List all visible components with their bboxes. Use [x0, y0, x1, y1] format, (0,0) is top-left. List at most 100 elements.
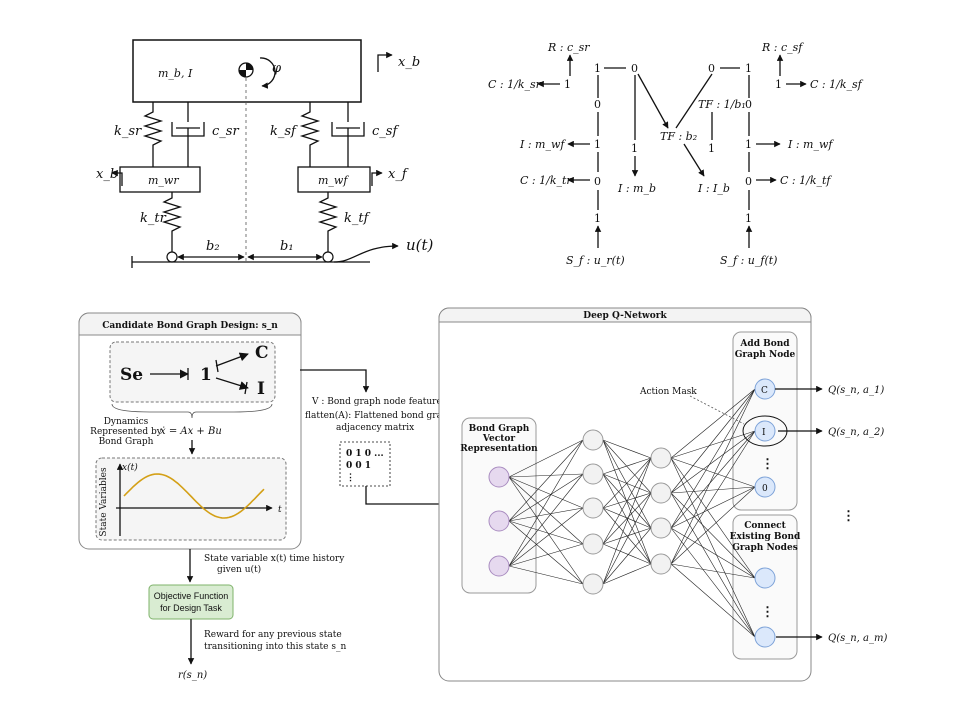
- xf-label: x_f: [388, 167, 409, 182]
- candidate-panel-title: Candidate Bond Graph Design: s_n: [102, 321, 278, 331]
- brace: [111, 403, 273, 419]
- output-node: [754, 476, 776, 498]
- dynamics-label-1: Dynamics: [104, 417, 149, 427]
- adjacency-matrix: 0 1 0 ... 0 0 1 ⋮: [339, 441, 391, 487]
- ksf-label: k_sf: [270, 124, 298, 139]
- i-mb-label: I : m_b: [617, 182, 656, 195]
- vector-representation-box: [461, 417, 537, 594]
- network-edge: [602, 473, 652, 565]
- bond-i-ib: [683, 143, 705, 177]
- bond-1-i: [215, 377, 249, 390]
- front-suspension-damper: [331, 102, 365, 167]
- junction-1-front-bottom: 1: [745, 212, 752, 225]
- bond-1-c: [215, 352, 249, 367]
- network-edge: [670, 457, 756, 488]
- network-edge: [670, 430, 756, 529]
- network-edge: [508, 439, 584, 478]
- state-history-line-1: State variable x(t) time history: [204, 553, 345, 564]
- rear-contact-point: [166, 251, 178, 263]
- ksr-label: k_sr: [114, 124, 142, 139]
- dqn-panel: Deep Q-Network Bond Graph Vector Represe…: [438, 307, 887, 682]
- network-edge: [602, 473, 652, 494]
- input-node: [488, 510, 510, 532]
- network-edge: [602, 457, 652, 509]
- xb-top-arrow: [377, 51, 393, 72]
- network-edge: [602, 527, 652, 585]
- network-edge: [602, 439, 652, 529]
- i-mwf-right-label: I : m_wf: [787, 138, 834, 151]
- output-node: [754, 420, 776, 442]
- network-edge: [670, 486, 756, 565]
- candidate-panel-header: [78, 312, 302, 336]
- network-edge: [602, 527, 652, 545]
- state-history-line-2: given u(t): [217, 564, 261, 575]
- output-node-i-label: I: [762, 428, 766, 438]
- hidden-layer-2-node: [650, 482, 672, 504]
- front-suspension-spring: [299, 102, 321, 167]
- network-edge: [602, 492, 652, 545]
- connect-line-2: Existing Bond: [730, 532, 801, 542]
- network-edge: [508, 520, 584, 585]
- junction-0-rear-a: 0: [594, 98, 601, 111]
- network-nodes: [488, 378, 776, 648]
- dqn-title: Deep Q-Network: [583, 311, 667, 321]
- network-edge: [602, 457, 652, 545]
- network-edge: [670, 430, 756, 459]
- junction-1-front-wheel: 1: [745, 138, 752, 151]
- se-node: Se: [120, 365, 143, 385]
- network-edge: [508, 476, 584, 545]
- c-ktr-label: C : 1/k_tr: [520, 174, 572, 187]
- c-ksr-label: C : 1/k_sr: [488, 78, 542, 91]
- network-edge: [670, 388, 756, 494]
- q1-label: Q(s_n, a_1): [828, 385, 884, 396]
- b1-label: b₁: [280, 239, 294, 254]
- add-node-line-1: Add Bond: [739, 339, 790, 349]
- network-edge: [602, 563, 652, 585]
- matrix-row-1: 0 1 0 ...: [346, 449, 384, 459]
- bond-diag2: [675, 73, 713, 129]
- bond-graph-diagram: R : c_sr R : c_sf C : 1/k_sr C : 1/k_sf …: [488, 41, 864, 267]
- features-flatten-line-2: adjacency matrix: [336, 423, 414, 433]
- tf-b1-label: TF : 1/b₁: [698, 98, 746, 111]
- network-edge: [508, 476, 584, 585]
- causal-stroke-3: [244, 381, 248, 395]
- rear-suspension-spring: [142, 102, 164, 167]
- network-edge: [508, 565, 584, 585]
- junction-1-rear-wheel: 1: [594, 138, 601, 151]
- input-node: [488, 466, 510, 488]
- network-edge: [508, 473, 584, 522]
- front-tire-spring: [317, 192, 339, 252]
- state-response-curve: [123, 473, 265, 519]
- action-mask-label: Action Mask: [639, 387, 697, 397]
- ut-label: u(t): [406, 236, 434, 254]
- output-node: [754, 626, 776, 648]
- output-node: [754, 567, 776, 589]
- add-node-ellipsis: ⋮: [761, 457, 774, 472]
- xb-left-label: x_b: [96, 167, 118, 182]
- network-edge: [602, 543, 652, 565]
- dynamics-label-2: Represented by: [90, 427, 163, 437]
- network-edge: [670, 486, 756, 529]
- r-csf-label: R : c_sf: [761, 41, 804, 54]
- vector-rep-line-2: Vector: [482, 434, 516, 444]
- network-edge: [670, 492, 756, 579]
- xb-left-arrow: [111, 169, 123, 186]
- c-node: C: [255, 343, 269, 363]
- network-edge: [602, 439, 652, 459]
- connect-line-1: Connect: [744, 521, 786, 531]
- xb-top-label: x_b: [398, 55, 420, 70]
- network-edge: [670, 563, 756, 638]
- network-edge: [602, 439, 652, 494]
- network-edge: [670, 527, 756, 579]
- junction-1-rear-mid: 1: [594, 62, 601, 75]
- hidden-layer-1-node: [582, 429, 604, 451]
- q-ellipsis: ⋮: [842, 509, 855, 524]
- csf-label: c_sf: [372, 124, 399, 139]
- junction-0-rear-top: 0: [631, 62, 638, 75]
- i-ib-label: I : I_b: [697, 182, 730, 195]
- t-axis-label: t: [278, 505, 282, 515]
- network-edge: [670, 527, 756, 638]
- c-ktf-label: C : 1/k_tf: [780, 174, 832, 187]
- rear-tire-spring: [161, 192, 183, 252]
